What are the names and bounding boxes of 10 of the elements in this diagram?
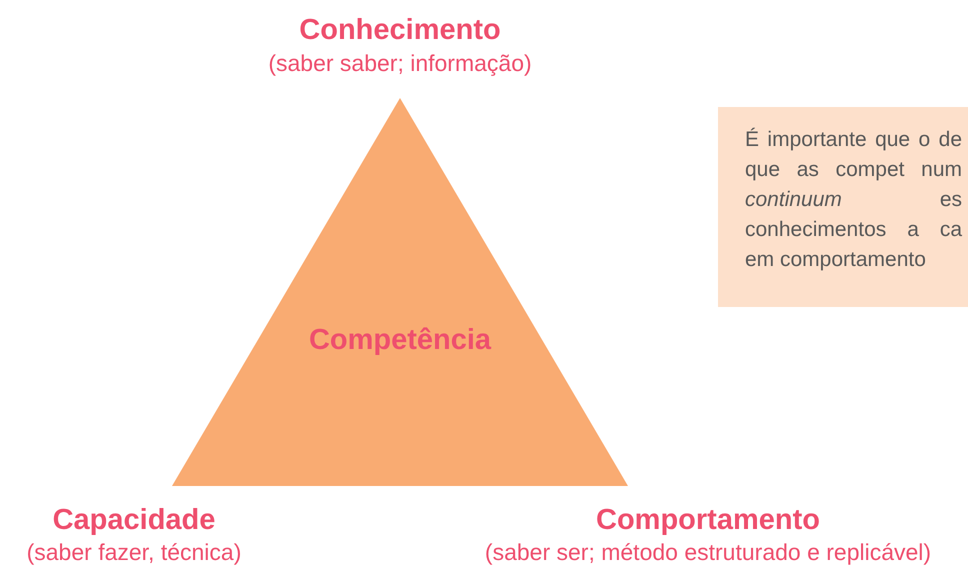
vertex-subtitle: (saber ser; método estruturado e replicável)	[484, 539, 932, 566]
competence-triangle	[172, 98, 628, 486]
triangle-label: Competência	[308, 324, 492, 357]
vertex-subtitle: (saber saber; informação)	[267, 50, 533, 77]
note-card	[718, 107, 968, 307]
vertex-title: Capacidade	[52, 504, 216, 537]
vertex-subtitle: (saber fazer, técnica)	[26, 539, 242, 566]
vertex-title: Conhecimento	[298, 14, 502, 47]
note-text: É importante que o de que as compet num continuum es conhecimentos a ca em comportamento	[745, 126, 962, 273]
vertex-title: Comportamento	[595, 504, 821, 537]
